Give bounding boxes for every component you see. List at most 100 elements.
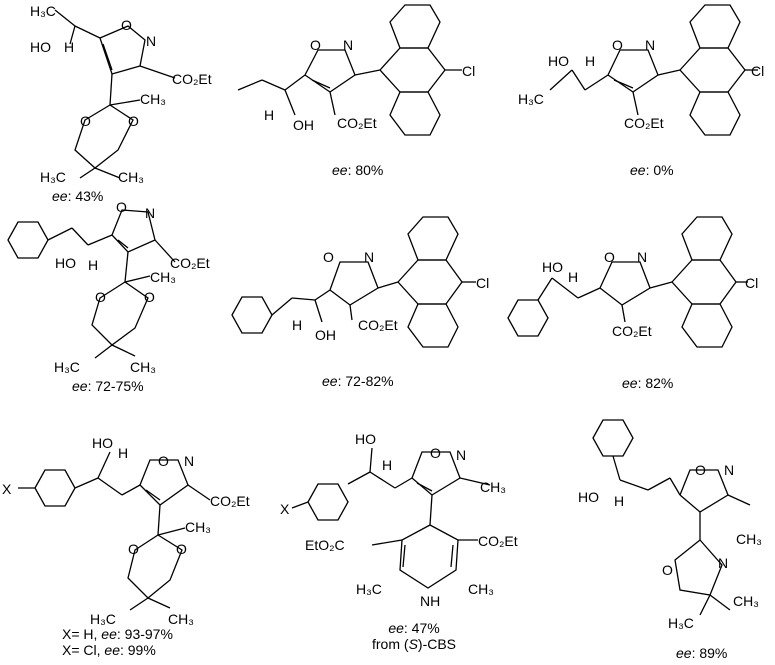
c8-label-n: N: [456, 447, 466, 463]
c7-label-o3: O: [176, 541, 187, 557]
caption-compound-7: X= H, ee: 93-97% X= Cl, ee: 99%: [62, 626, 173, 658]
c2-label-o: O: [310, 37, 321, 53]
c6-label-h: H: [568, 269, 578, 285]
c9-label-o: O: [695, 462, 706, 478]
c8-label-h3c: H₃C: [356, 581, 382, 597]
c2-label-cl: Cl: [462, 63, 475, 79]
c4-label-ch3-2: CH₃: [130, 359, 156, 375]
c5-label-oh: OH: [315, 327, 336, 343]
caption-line-cbs: from (S)-CBS: [372, 636, 457, 652]
c8-label-nh: NH: [420, 593, 440, 609]
c1-label-o3: O: [128, 113, 139, 129]
c1-label-ch3-2: CH₃: [118, 169, 144, 185]
ee-label: ee: [622, 375, 638, 391]
c8-label-ho: HO: [355, 431, 376, 447]
c7-label-h3c: H₃C: [90, 611, 116, 627]
c7-label-x: X: [2, 481, 12, 497]
c9-label-ch3: CH₃: [736, 531, 762, 547]
c1-label-h3c-2: H₃C: [40, 169, 66, 185]
c7-label-co2et: CO₂Et: [210, 493, 250, 509]
c9-label-h: H: [614, 493, 624, 509]
c6-label-co2et: CO₂Et: [612, 323, 652, 339]
c9-label-ho: HO: [578, 489, 599, 505]
c1-label-o2: O: [80, 113, 91, 129]
ee-value: : 0%: [645, 162, 674, 178]
c4-label-ho: HO: [55, 255, 76, 271]
c5-label-co2et: CO₂Et: [358, 317, 398, 333]
compound-9-structure: HO H O N CH₃ O N CH₃ H₃C: [578, 419, 762, 631]
c4-label-o3: O: [144, 289, 155, 305]
c7-label-o: O: [158, 453, 169, 469]
caption-compound-4: ee: 72-75%: [72, 378, 144, 394]
c3-label-co2et: CO₂Et: [624, 115, 664, 131]
c9-label-ch3-2: CH₃: [733, 593, 759, 609]
c9-label-n2: N: [718, 555, 728, 571]
compound-6-structure: HO H O N CO₂Et Cl: [507, 216, 758, 348]
c9-label-h3c: H₃C: [668, 615, 694, 631]
ee-value: : 82%: [637, 375, 674, 391]
c7-label-n: N: [184, 453, 194, 469]
c9-label-o2: O: [662, 562, 673, 578]
c4-label-h: H: [88, 257, 98, 273]
c2-label-n: N: [343, 37, 353, 53]
c3-label-o: O: [612, 37, 623, 53]
ee-label: ee: [52, 188, 68, 204]
c8-label-ch3-2: CH₃: [468, 581, 494, 597]
ee-label: ee: [676, 645, 692, 661]
c7-label-ch3-2: CH₃: [168, 611, 194, 627]
caption-compound-3: ee: 0%: [630, 162, 674, 178]
compound-5-structure: O N H OH CO₂Et Cl: [231, 216, 489, 348]
ee-label: ee: [332, 162, 348, 178]
caption-compound-2: ee: 80%: [332, 162, 383, 178]
c2-label-oh: OH: [293, 117, 314, 133]
c4-label-o2: O: [95, 289, 106, 305]
c1-label-ch3: CH₃: [140, 91, 166, 107]
caption-compound-8: ee: 47% from (S)-CBS: [372, 620, 456, 652]
ee-label: ee: [322, 373, 338, 389]
compound-7-structure: X HO H O N CO₂Et O O CH₃ H₃C CH₃: [2, 435, 250, 627]
caption-line-ee: ee: 47%: [388, 620, 440, 636]
c4-label-ch3: CH₃: [150, 269, 176, 285]
c1-label-h3c: H₃C: [30, 3, 56, 19]
c5-label-cl: Cl: [476, 275, 489, 291]
ee-label: ee: [630, 162, 646, 178]
caption-compound-9: ee: 89%: [676, 645, 727, 661]
c3-label-h: H: [585, 53, 595, 69]
compound-2-structure: O N H OH CO₂Et Cl: [237, 4, 475, 136]
caption-compound-1: ee: 43%: [52, 188, 103, 204]
c7-label-h: H: [118, 445, 128, 461]
c8-label-co2et: CO₂Et: [478, 533, 518, 549]
compound-3-structure: HO H H₃C O N CO₂Et Cl: [518, 4, 764, 136]
c8-label-h: H: [382, 457, 392, 473]
c4-label-co2et: CO₂Et: [170, 255, 210, 271]
ee-value: : 43%: [67, 188, 104, 204]
c1-label-o: O: [121, 17, 132, 33]
c8-label-x: X: [280, 501, 290, 517]
c1-label-n: N: [146, 33, 156, 49]
compound-1-structure: H₃C HO H O N CO₂Et O O CH₃ H₃C CH₃: [30, 3, 212, 185]
c3-label-ho: HO: [548, 53, 569, 69]
ee-value: : 80%: [347, 162, 384, 178]
c6-label-ho: HO: [542, 259, 563, 275]
ee-label: ee: [72, 378, 88, 394]
c3-label-cl: Cl: [751, 63, 764, 79]
c1-label-ho: HO: [30, 39, 51, 55]
c2-label-h: H: [264, 107, 274, 123]
c5-label-h: H: [292, 317, 302, 333]
c5-label-o: O: [323, 249, 334, 265]
c8-label-eto2c: EtO₂C: [305, 537, 345, 553]
c4-label-h3c: H₃C: [54, 359, 80, 375]
c7-label-o2: O: [128, 541, 139, 557]
c4-label-n: N: [145, 205, 155, 221]
c1-label-h: H: [64, 39, 74, 55]
c3-label-h3c: H₃C: [518, 91, 544, 107]
c6-label-cl: Cl: [745, 275, 758, 291]
c7-label-ho: HO: [92, 435, 113, 451]
compound-4-structure: HO H O N CO₂Et O O CH₃ H₃C CH₃: [7, 199, 210, 375]
c2-label-co2et: CO₂Et: [337, 115, 377, 131]
c1-label-co2et: CO₂Et: [172, 71, 212, 87]
c6-label-o: O: [604, 249, 615, 265]
c3-label-n: N: [645, 37, 655, 53]
caption-compound-5: ee: 72-82%: [322, 373, 394, 389]
